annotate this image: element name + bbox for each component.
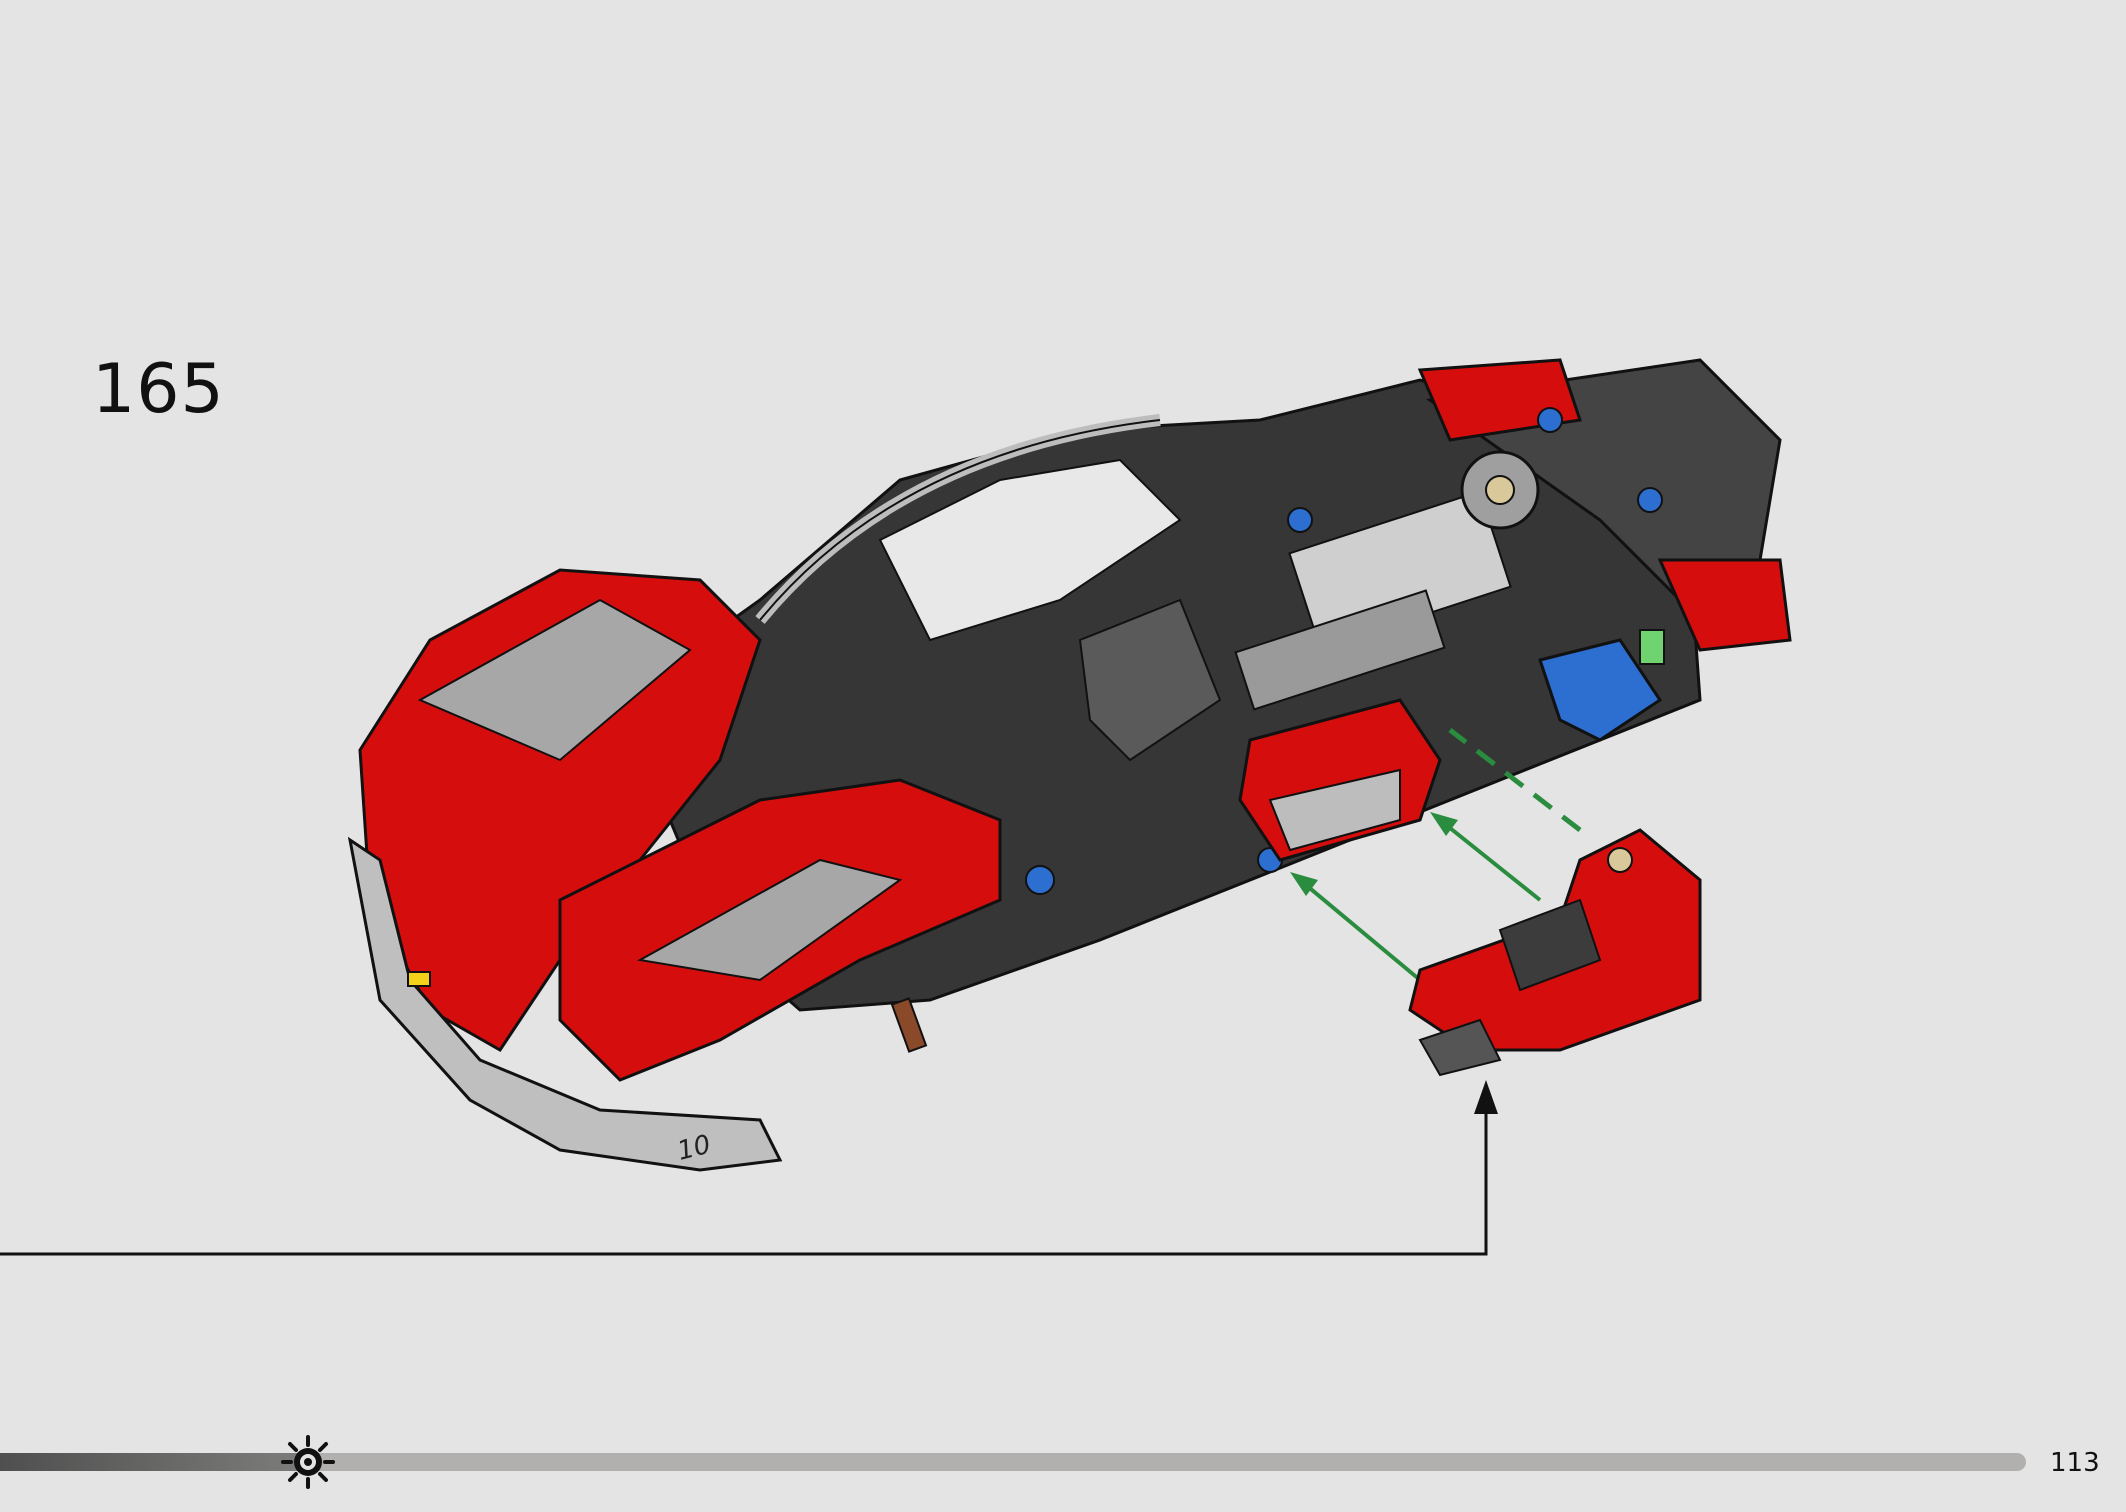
- attaching-part: [1408, 828, 1702, 1077]
- step-number: 165: [92, 350, 225, 429]
- car-model: 10: [347, 358, 1792, 1172]
- progress-fill: [0, 1453, 308, 1471]
- page-number: 113: [2050, 1448, 2100, 1478]
- assembly-arrows: [1290, 728, 1582, 982]
- sun-gear-icon: [281, 1435, 335, 1489]
- progress-bar: [0, 1453, 2026, 1471]
- callout-connector: [0, 1080, 1498, 1256]
- arrow-up-icon: [1474, 1080, 1498, 1114]
